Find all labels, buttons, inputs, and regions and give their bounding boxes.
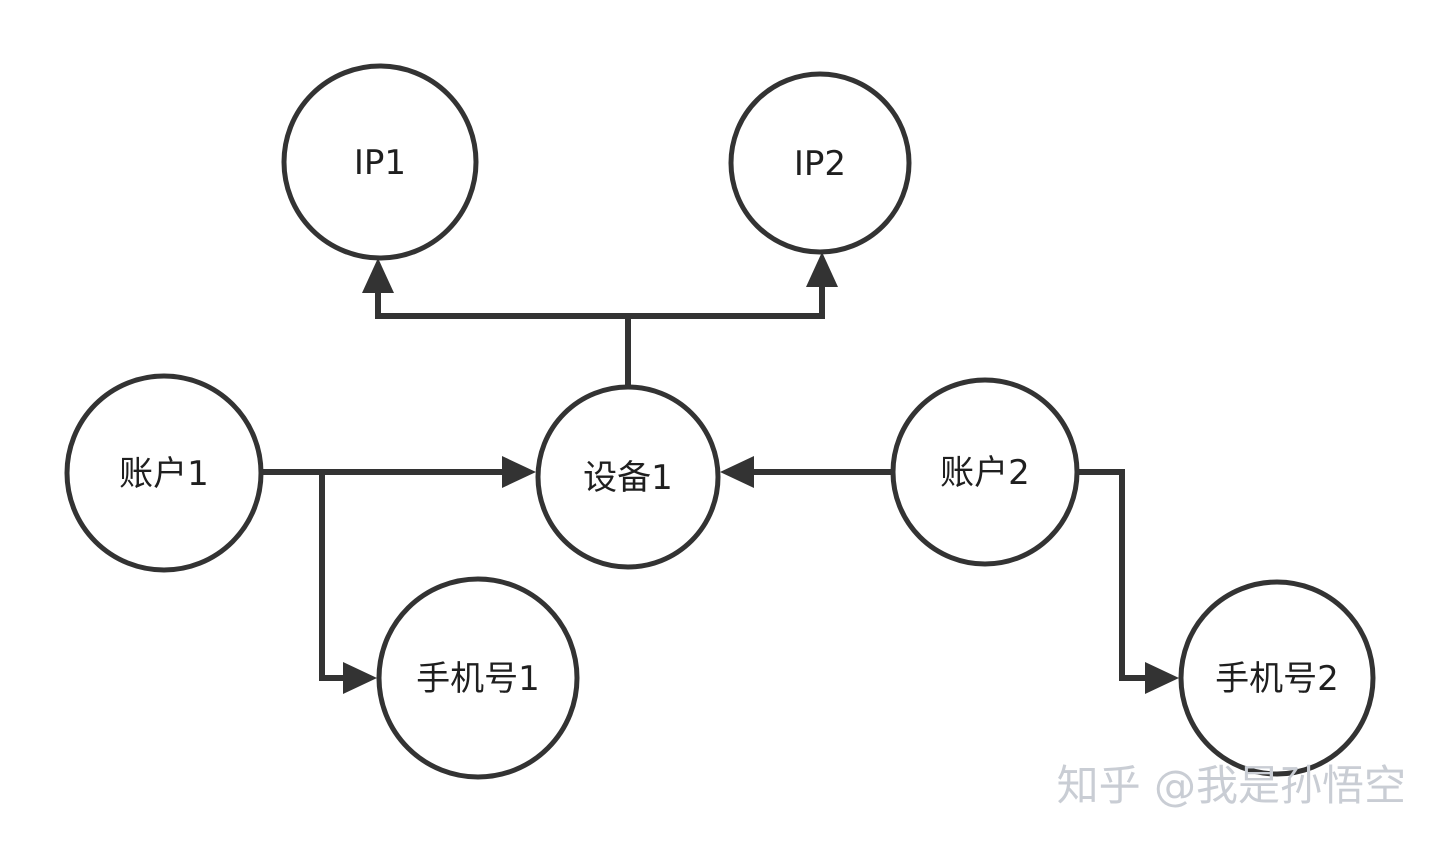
node-ip1: IP1 [281, 63, 479, 261]
node-ip1-circle [281, 63, 479, 261]
edge-account1-to-phone1 [319, 469, 347, 681]
node-account2-label: 账户2 [940, 453, 1030, 493]
edge-account2-to-phone2 [1077, 469, 1149, 681]
node-phone1-label: 手机号1 [416, 659, 540, 699]
arrowhead-into-device1-left [502, 456, 536, 488]
node-account1: 账户1 [64, 373, 264, 573]
node-phone1-circle [376, 576, 580, 780]
node-account1-label: 账户1 [119, 454, 209, 494]
node-account2-circle [890, 377, 1080, 567]
node-device1-circle [535, 384, 721, 570]
node-device1-label: 设备1 [583, 458, 673, 498]
node-ip2-label: IP2 [794, 144, 846, 184]
node-ip2: IP2 [728, 71, 912, 255]
node-account2: 账户2 [890, 377, 1080, 567]
arrowhead-into-phone2 [1145, 662, 1179, 694]
arrowhead-into-device1-right [720, 456, 754, 488]
watermark-text: 知乎 @我是孙悟空 [1057, 761, 1406, 810]
arrowhead-into-ip1 [362, 258, 394, 293]
node-phone2-circle [1178, 579, 1376, 777]
node-phone2-label: 手机号2 [1215, 659, 1339, 699]
arrowhead-into-ip2 [806, 252, 838, 287]
node-ip1-label: IP1 [354, 143, 406, 183]
node-account1-circle [64, 373, 264, 573]
node-phone1: 手机号1 [376, 576, 580, 780]
edge-device1-to-ip-branch [375, 282, 825, 389]
arrowhead-into-phone1 [343, 662, 377, 694]
node-phone2: 手机号2 [1178, 579, 1376, 777]
node-device1: 设备1 [535, 384, 721, 570]
node-ip2-circle [728, 71, 912, 255]
